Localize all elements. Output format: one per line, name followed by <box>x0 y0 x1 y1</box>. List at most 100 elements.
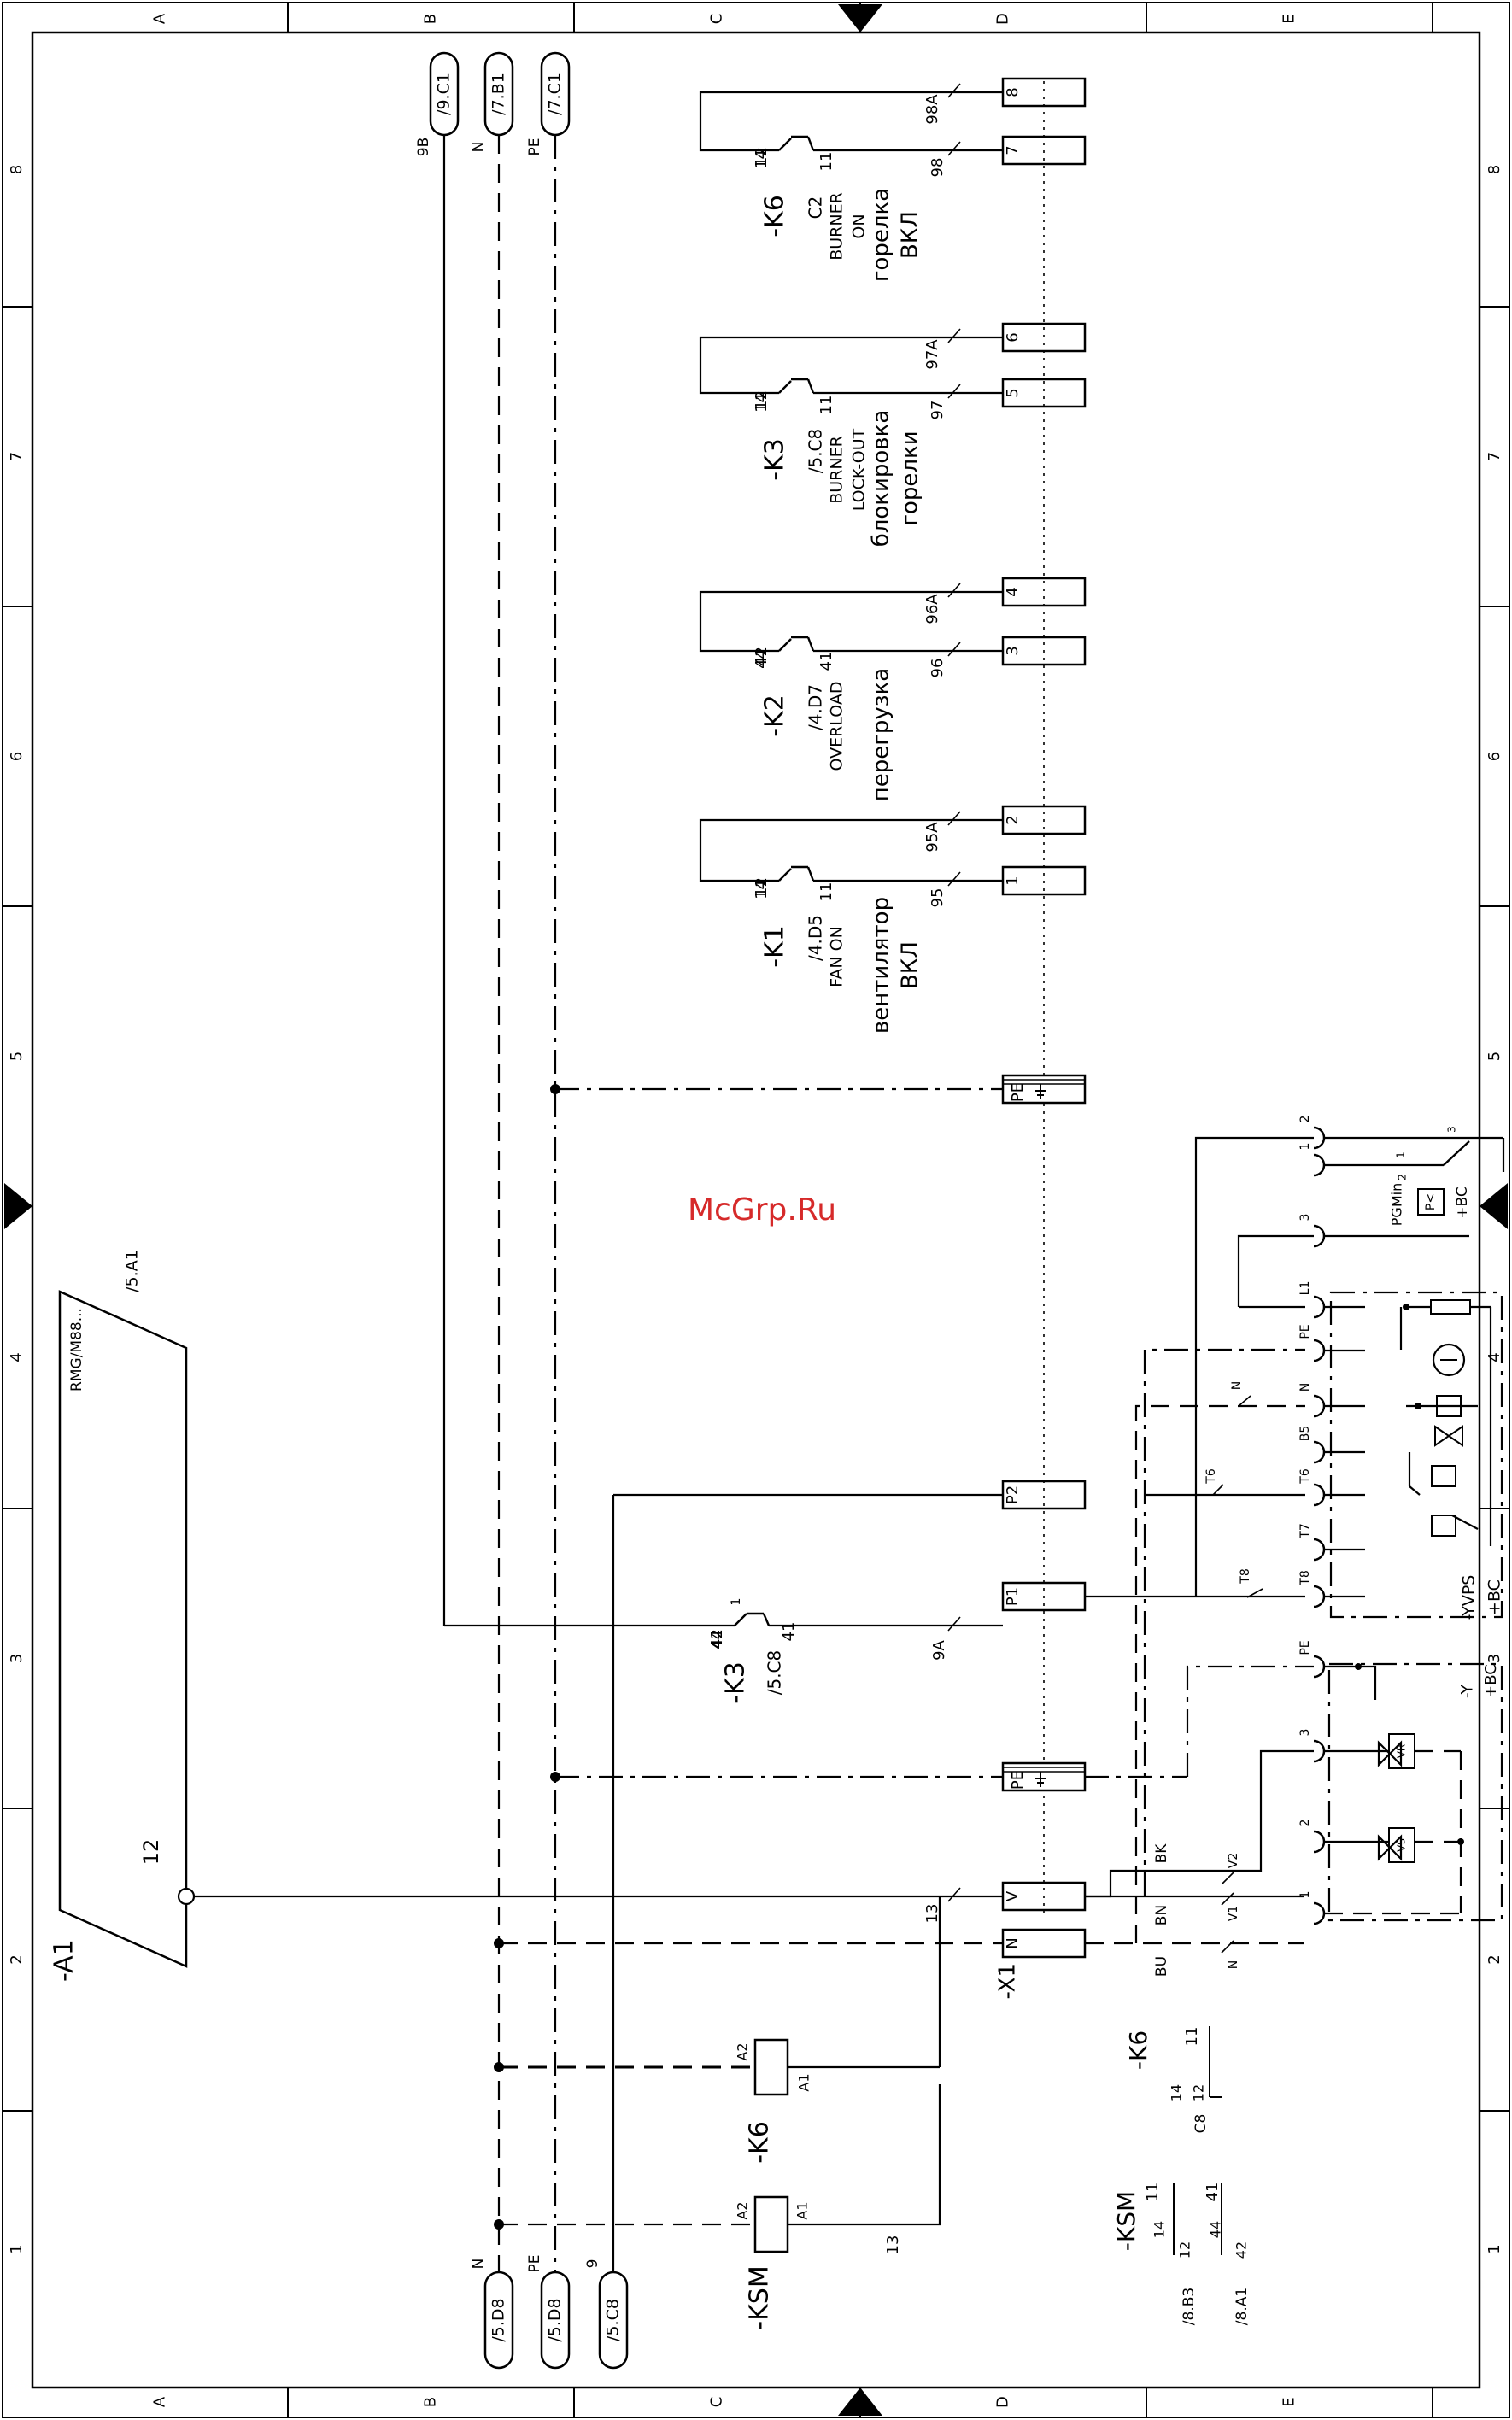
terminal-8 <box>1001 77 1087 108</box>
wire-tick <box>947 83 961 98</box>
connector-wire: N <box>470 142 487 153</box>
wire-number: 13 <box>923 1904 941 1924</box>
relay-pin: 41 <box>780 1622 798 1642</box>
junction-PE-1 <box>550 1084 560 1094</box>
relay-function-ru2: ВКЛ <box>898 941 923 989</box>
terminal-number: PE <box>1009 1083 1027 1102</box>
relay-pin: 44 <box>753 649 771 669</box>
row-number: 8 <box>1486 165 1503 174</box>
wire-tick <box>1246 1588 1263 1598</box>
relay-loop-wire <box>699 336 1003 395</box>
row-number: 5 <box>1486 1052 1503 1061</box>
table-number: 44 <box>1208 2221 1224 2238</box>
terminal-5 <box>1001 378 1087 408</box>
wire-N-yvps <box>1134 1404 1305 1943</box>
valve-socket <box>1313 1830 1326 1854</box>
yvps-pin-label: PE <box>1298 1324 1312 1339</box>
valve-pin-label: 3 <box>1298 1729 1312 1737</box>
wire-tick <box>947 1887 961 1902</box>
junction-dot <box>1415 1403 1421 1409</box>
wire-number: 96A <box>923 594 941 624</box>
yvps-socket <box>1313 1585 1326 1608</box>
wire-tick <box>1221 1892 1234 1906</box>
relay-pin: 44 <box>708 1630 726 1649</box>
coil-tag: -K6 <box>745 2121 775 2164</box>
terminal-number: 4 <box>1004 587 1022 596</box>
wire-number: 97A <box>923 339 941 370</box>
valve-coil-VR <box>1388 1733 1415 1769</box>
centre-mark <box>4 1183 32 1229</box>
connector-wire: PE <box>526 2255 543 2273</box>
k3-contact-blade <box>734 1613 747 1626</box>
pgmin-bc: +BC <box>1454 1187 1471 1218</box>
yvps-bc: +BC <box>1486 1579 1504 1615</box>
k3-contact <box>762 1613 771 1626</box>
wire-tick <box>947 642 961 657</box>
row-number: 3 <box>1486 1654 1503 1663</box>
yvps-contact <box>1409 1485 1421 1496</box>
pgmin-contact-label: 2 <box>1397 1174 1409 1181</box>
terminal-number: V <box>1004 1890 1022 1901</box>
terminal-4 <box>1001 577 1087 607</box>
relay-ref: C2 <box>806 196 826 220</box>
yvps-pin-label: L1 <box>1298 1281 1312 1296</box>
coil-K6 <box>753 2038 789 2096</box>
terminal-number: 6 <box>1004 332 1022 342</box>
relay-pin: 41 <box>818 652 835 671</box>
column-letter: A <box>151 2396 169 2407</box>
relay-function-en2: ON <box>850 214 869 238</box>
valve-pin-label: 2 <box>1298 1819 1312 1827</box>
terminal-6 <box>1001 322 1087 353</box>
connector-top-2-ref: /7.C1 <box>546 73 565 115</box>
wire-V2 <box>1085 1749 1314 1898</box>
centre-mark <box>838 2388 882 2416</box>
relay-contact-blade <box>778 868 792 882</box>
yvps-relay-2 <box>1431 1515 1456 1537</box>
row-number: 6 <box>8 752 26 761</box>
table-k6-tag: -K6 <box>1124 2030 1152 2070</box>
relay-pin: 42 <box>708 1629 726 1649</box>
relay-contact-blade <box>778 380 792 394</box>
column-letter: B <box>422 2397 440 2407</box>
row-number: 6 <box>1486 752 1503 761</box>
row-number: 8 <box>8 165 26 174</box>
table-number: 14 <box>1169 2084 1185 2101</box>
terminal-number: P2 <box>1004 1485 1022 1504</box>
terminal-3 <box>1001 636 1087 666</box>
wire-tick <box>1238 1395 1251 1407</box>
valve-socket <box>1313 1739 1326 1763</box>
column-letter: A <box>151 13 169 24</box>
row-number: 5 <box>8 1052 26 1061</box>
table-ref: /8.A1 <box>1234 2288 1251 2325</box>
wire-color: BN <box>1153 1905 1170 1925</box>
wire-tick <box>1221 1940 1234 1954</box>
relay-function-en: BURNER <box>828 436 847 504</box>
relay-tag: -K3 <box>721 1661 751 1704</box>
coil-pin: A2 <box>735 2201 751 2219</box>
wiring <box>194 81 1505 2272</box>
junction-N-1 <box>494 1938 504 1948</box>
terminal-P2 <box>1001 1480 1087 1510</box>
wire-number: 13 <box>884 2235 902 2255</box>
wire-tick <box>947 583 961 598</box>
yvps-socket <box>1313 1538 1326 1562</box>
relay-ref: /4.D7 <box>806 684 826 730</box>
relay-pin: 42 <box>753 647 771 666</box>
coil-KSM <box>753 2195 789 2253</box>
row-number: 2 <box>1486 1954 1503 1964</box>
wire-number: 9A <box>930 1639 948 1660</box>
row-number: 2 <box>8 1954 26 1964</box>
wire-number: N <box>1227 1960 1240 1969</box>
relay-loop-wire <box>699 590 1003 653</box>
column-letter: D <box>994 2396 1012 2408</box>
wire-color: BU <box>1153 1956 1170 1977</box>
connector-bottom-0-ref: /5.D8 <box>489 2298 508 2341</box>
module-output-pin <box>177 1887 196 1906</box>
terminal-number: 3 <box>1004 646 1022 655</box>
wire-PE-yvps <box>1143 1348 1305 1896</box>
connector-top-0-ref: /9.C1 <box>435 73 454 115</box>
pgmin-contact-label: 3 <box>1446 1126 1458 1133</box>
relay-pin: 12 <box>753 390 771 410</box>
terminal-1 <box>1001 865 1087 896</box>
